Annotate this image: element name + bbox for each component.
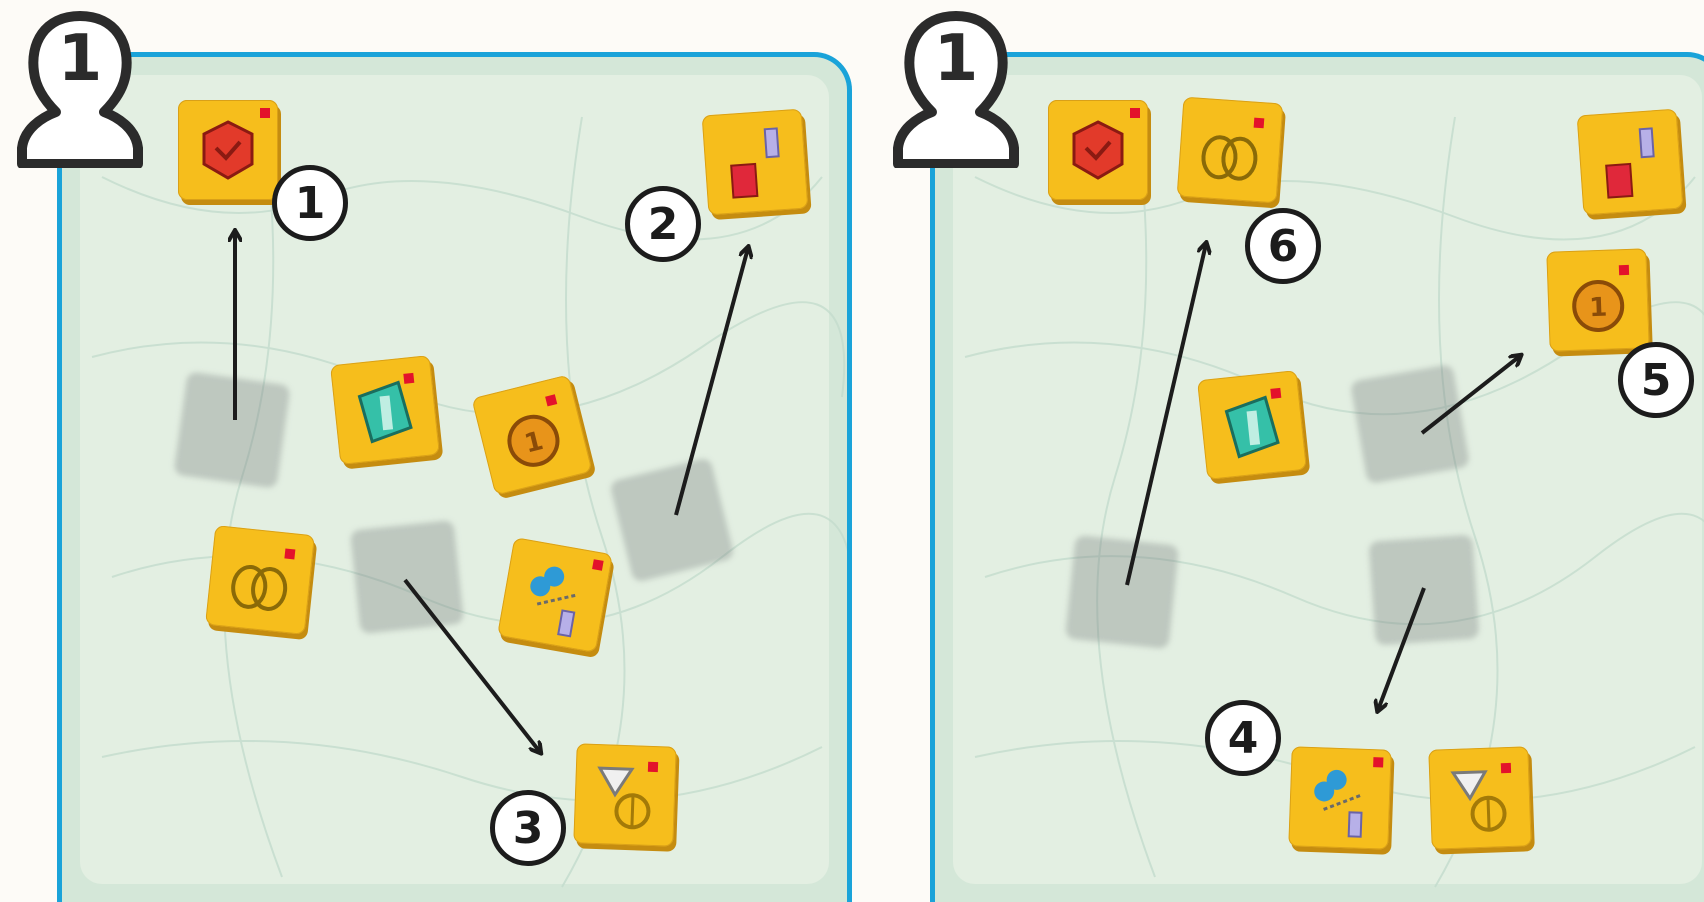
thread-scroll-icon xyxy=(730,127,780,199)
step-badge: 3 xyxy=(490,790,566,866)
tile-scroll-thread xyxy=(701,108,809,216)
empty-slot xyxy=(1368,534,1480,646)
coin-icon: 1 xyxy=(507,414,560,467)
step-badge: 6 xyxy=(1245,208,1321,284)
red-marker xyxy=(1270,387,1282,399)
svg-text:1: 1 xyxy=(1589,293,1608,324)
player-silhouette-icon xyxy=(17,11,143,169)
player-silhouette-icon xyxy=(893,11,1019,169)
red-marker xyxy=(1130,108,1140,118)
empty-slot xyxy=(173,371,291,489)
red-marker xyxy=(1373,757,1384,768)
tile-yarn-needle xyxy=(497,537,613,653)
tile-scroll xyxy=(1197,370,1307,480)
step-badge: 2 xyxy=(625,186,701,262)
thread-scroll-icon xyxy=(1605,127,1655,199)
red-marker xyxy=(592,559,604,571)
tile-seal xyxy=(1048,100,1148,200)
red-marker xyxy=(260,108,270,118)
tile-pretzel xyxy=(1176,96,1284,204)
step-badge: 4 xyxy=(1205,700,1281,776)
pretzel-icon xyxy=(231,564,288,611)
empty-slot xyxy=(1064,534,1180,650)
pretzel-icon xyxy=(1201,135,1258,181)
red-marker xyxy=(1618,264,1630,276)
tile-pretzel xyxy=(205,525,315,635)
player-number: 1 xyxy=(57,22,103,96)
tile-scroll-thread xyxy=(1576,108,1684,216)
tile-scroll xyxy=(330,355,440,465)
tile-coin: 1 xyxy=(1546,248,1650,352)
scroll-icon xyxy=(357,380,413,444)
empty-slot xyxy=(1349,363,1471,485)
tile-seal xyxy=(178,100,278,200)
red-marker xyxy=(403,372,415,384)
red-marker xyxy=(1253,117,1265,129)
hexagon-seal-icon xyxy=(1072,120,1124,180)
step-badge: 5 xyxy=(1618,342,1694,418)
player-icon: 1 xyxy=(10,8,150,169)
red-marker xyxy=(284,548,296,560)
yarn-needle-icon xyxy=(1314,769,1363,838)
tooth-coin-icon xyxy=(1450,770,1507,832)
yarn-needle-icon xyxy=(530,566,578,638)
tooth-coin-icon xyxy=(597,766,651,830)
tile-yarn-needle xyxy=(1288,746,1392,850)
red-marker xyxy=(1500,762,1512,774)
empty-slot xyxy=(349,519,465,635)
hexagon-seal-icon xyxy=(202,120,254,180)
tile-tooth-coin xyxy=(573,743,677,847)
red-marker xyxy=(647,761,659,773)
step-badge: 1 xyxy=(272,165,348,241)
player-icon: 1 xyxy=(886,8,1026,169)
tile-coin: 1 xyxy=(471,374,593,496)
coin-icon: 1 xyxy=(1572,279,1625,332)
tile-tooth-coin xyxy=(1428,746,1532,850)
scroll-icon xyxy=(1224,395,1280,459)
player-number: 1 xyxy=(933,22,979,96)
